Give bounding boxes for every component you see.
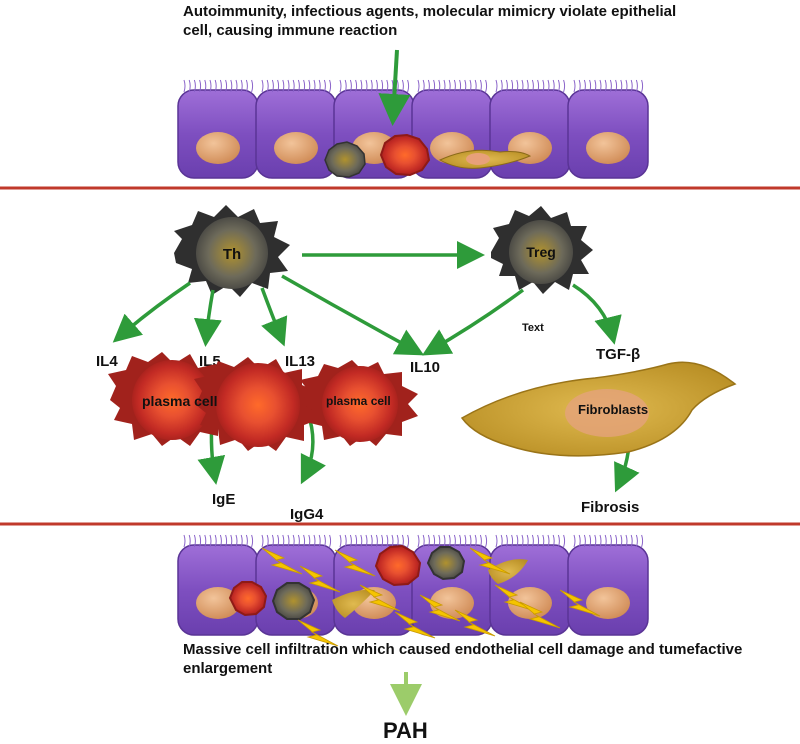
epithelial-cell — [177, 534, 259, 636]
lightning-bolts — [261, 547, 601, 647]
t-cell-icon — [324, 141, 366, 178]
top-caption: Autoimmunity, infectious agents, molecul… — [183, 3, 677, 39]
lightning-bolt-icon — [299, 565, 341, 593]
nucleus — [586, 132, 630, 164]
lightning-bolt-icon — [454, 609, 496, 637]
tgf-beta-label: TGF-β — [596, 346, 640, 363]
ige-label: IgE — [212, 491, 235, 508]
nucleus — [196, 587, 240, 619]
lightning-bolt-icon — [261, 547, 303, 575]
il10-label: IL10 — [410, 359, 440, 376]
arrow-th-to-il4 — [112, 281, 191, 343]
plasma-cell-label-2: plasma cell — [326, 394, 391, 408]
plasma-cell-icon — [374, 544, 422, 587]
plasma-cell-icon — [379, 133, 431, 177]
arrow-plasma-to-igg4 — [300, 419, 326, 485]
plasma-cell-middle — [194, 357, 320, 451]
fibroblast-icon — [438, 149, 532, 169]
lightning-bolt-icon — [359, 584, 401, 612]
arrow-th-to-il13 — [260, 287, 288, 347]
arrow-violation — [378, 49, 411, 126]
plasma-cell-icon — [228, 581, 268, 617]
th-label: Th — [223, 246, 241, 263]
nucleus — [196, 132, 240, 164]
arrow-treg-to-il10 — [421, 288, 525, 356]
treg-cell: Treg — [491, 206, 593, 294]
nucleus — [508, 587, 552, 619]
treg-label: Treg — [526, 244, 556, 260]
igg4-label: IgG4 — [290, 506, 324, 523]
bottom-caption: Massive cell infiltration which caused e… — [183, 641, 743, 677]
t-cell-icon — [271, 582, 316, 620]
nucleus — [274, 132, 318, 164]
lightning-bolt-icon — [297, 619, 339, 647]
nucleus — [586, 587, 630, 619]
epithelial-cell — [567, 79, 649, 179]
damage-overlay — [228, 544, 601, 647]
lightning-bolt-icon — [559, 589, 601, 617]
fibroblasts-label: Fibroblasts — [578, 402, 648, 417]
epithelial-cell — [177, 79, 259, 179]
il4-label: IL4 — [96, 353, 118, 370]
text-label: Text — [522, 322, 544, 334]
il13-label: IL13 — [285, 353, 315, 370]
fibroblast-icon — [332, 559, 528, 618]
pah-label: PAH — [383, 718, 428, 743]
lightning-bolt-icon — [334, 549, 376, 577]
epithelial-cell — [255, 79, 337, 179]
lightning-bolt-icon — [419, 594, 461, 622]
arrow-treg-to-tgf — [572, 283, 622, 345]
arrow-th-to-il10 — [281, 274, 425, 356]
t-cell-icon — [426, 546, 466, 581]
epithelial-cell — [489, 534, 571, 636]
lightning-bolt-icon — [519, 601, 561, 629]
th-cell: Th — [174, 205, 290, 297]
fibroblast-cell — [460, 361, 737, 457]
lightning-bolt-icon — [394, 611, 436, 639]
epithelial-cell — [567, 534, 649, 636]
fibrosis-label: Fibrosis — [581, 499, 639, 516]
infiltrating-cells-top — [324, 133, 532, 178]
arrow-th-to-il5 — [193, 289, 222, 347]
plasma-cell-label-1: plasma cell — [142, 393, 218, 409]
plasma-cell-right — [300, 360, 418, 446]
lightning-bolt-icon — [469, 547, 511, 575]
